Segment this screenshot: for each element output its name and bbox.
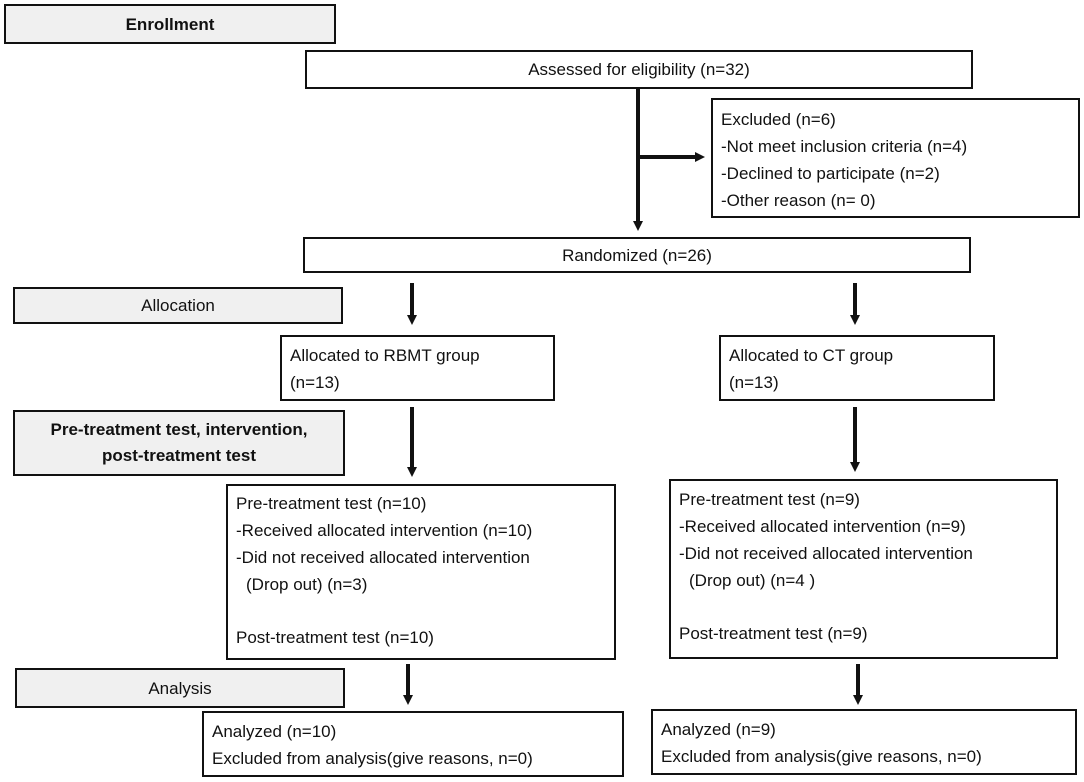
ct-analyzed-box: Analyzed (n=9) Excluded from analysis(gi… [651,709,1077,775]
ct-treatment-box: Pre-treatment test (n=9) -Received alloc… [669,479,1058,659]
ct-received: -Received allocated intervention (n=9) [679,517,966,536]
ct-not-received: -Did not received allocated intervention [679,544,973,563]
rbmt-received: -Received allocated intervention (n=10) [236,521,533,540]
randomized-box: Randomized (n=26) [303,237,971,273]
rbmt-allocated-line1: Allocated to RBMT group [290,346,480,365]
assessed-text: Assessed for eligibility (n=32) [528,60,750,79]
rbmt-analyzed-box: Analyzed (n=10) Excluded from analysis(g… [202,711,624,777]
ct-allocated-line2: (n=13) [729,373,779,392]
excluded-item: -Not meet inclusion criteria (n=4) [721,137,968,156]
ct-analyzed: Analyzed (n=9) [661,720,776,739]
ct-dropout: (Drop out) (n=4 ) [689,571,816,590]
stage-enrollment: Enrollment [4,4,336,44]
rbmt-dropout: (Drop out) (n=3) [246,575,368,594]
ct-allocated-line1: Allocated to CT group [729,346,894,365]
excluded-item: -Declined to participate (n=2) [721,164,940,183]
excluded-item: -Other reason (n= 0) [721,191,876,210]
rbmt-not-received: -Did not received allocated intervention [236,548,530,567]
stage-pretreatment: Pre-treatment test, intervention, post-t… [13,410,345,476]
stage-allocation-label: Allocation [141,296,215,315]
randomized-text: Randomized (n=26) [562,245,712,265]
rbmt-allocated-line2: (n=13) [290,373,340,392]
stage-pretreatment-line2: post-treatment test [102,446,256,465]
ct-pre-test: Pre-treatment test (n=9) [679,490,860,509]
rbmt-post-test: Post-treatment test (n=10) [236,628,434,647]
stage-allocation: Allocation [13,287,343,324]
stage-enrollment-label: Enrollment [125,14,215,34]
assessed-box: Assessed for eligibility (n=32) [305,50,973,89]
stage-analysis-label: Analysis [148,678,212,698]
rbmt-treatment-box: Pre-treatment test (n=10) -Received allo… [226,484,616,660]
rbmt-pre-test: Pre-treatment test (n=10) [236,494,427,513]
rbmt-analyzed: Analyzed (n=10) [212,722,337,741]
stage-pretreatment-line1: Pre-treatment test, intervention, [50,420,308,439]
ct-post-test: Post-treatment test (n=9) [679,624,868,643]
stage-analysis: Analysis [15,668,345,708]
rbmt-allocated-box: Allocated to RBMT group (n=13) [280,335,555,401]
ct-allocated-box: Allocated to CT group (n=13) [719,335,995,401]
excluded-title: Excluded (n=6) [721,110,836,129]
excluded-box: Excluded (n=6) -Not meet inclusion crite… [711,98,1080,218]
ct-excluded-analysis: Excluded from analysis(give reasons, n=0… [661,747,982,766]
rbmt-excluded-analysis: Excluded from analysis(give reasons, n=0… [212,749,533,768]
